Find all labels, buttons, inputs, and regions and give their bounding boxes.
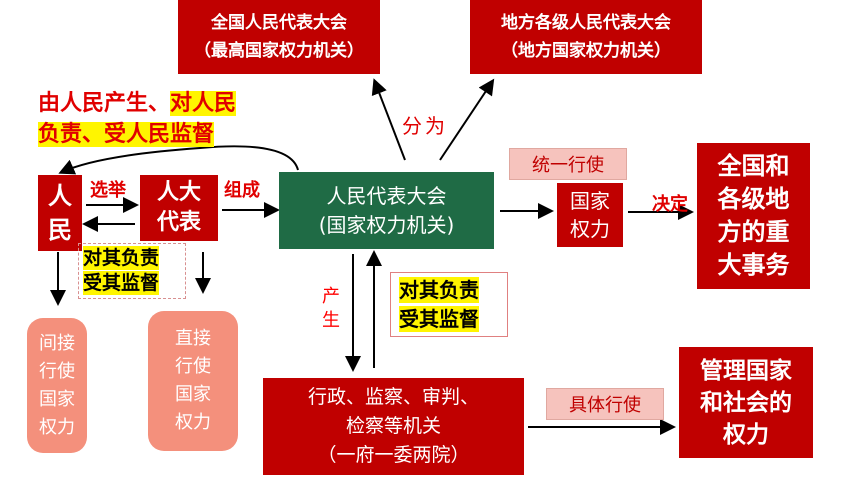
state-power-line1: 国家	[570, 189, 610, 213]
deputies-line1: 人大	[156, 180, 201, 205]
origin-part1: 由人民产生、	[38, 91, 171, 116]
congress-line2: (国家权力机关)	[318, 212, 455, 237]
major-affairs-box: 全国和 各级地 方的重 大事务	[697, 143, 810, 289]
npc-line1: 全国人民代表大会	[211, 13, 347, 33]
manage-line2: 和社会的	[700, 389, 792, 416]
origin-part3: 负责、受人民监督	[38, 122, 215, 147]
direct-line1: 直接	[175, 328, 211, 349]
state-power-line2: 权力	[570, 217, 610, 241]
unified-exercise-label: 统一行使	[509, 148, 627, 180]
people-c1: 人	[48, 182, 72, 210]
direct-exercise-box: 直接 行使 国家 权力	[148, 311, 238, 451]
organs-line1: 行政、监察、审判、	[307, 386, 479, 408]
organs-line3: （一府一委两院）	[317, 444, 470, 466]
organs-box: 行政、监察、审判、 检察等机关 （一府一委两院）	[263, 378, 524, 475]
indirect-line4: 权力	[39, 416, 75, 438]
origin-part2: 对人民	[170, 91, 237, 116]
manage-line3: 权力	[723, 421, 769, 448]
indirect-line3: 国家	[39, 388, 75, 410]
responsible-left-box: 对其负责 受其监督	[78, 243, 186, 299]
indirect-line1: 间接	[39, 332, 75, 354]
concrete-exercise-label: 具体行使	[546, 388, 664, 420]
affairs-line1: 全国和	[717, 152, 790, 180]
responsible-left-line1: 对其负责	[83, 246, 160, 270]
local-line2: （地方国家权力机关）	[501, 41, 671, 61]
npc-box: 全国人民代表大会 （最高国家权力机关）	[178, 0, 380, 74]
local-congress-box: 地方各级人民代表大会 （地方国家权力机关）	[470, 0, 702, 74]
deputies-line2: 代表	[156, 210, 201, 235]
npc-line2: （最高国家权力机关）	[194, 41, 364, 61]
form-label: 组成	[224, 180, 260, 201]
affairs-line3: 方的重	[717, 218, 790, 246]
manage-line1: 管理国家	[700, 357, 792, 384]
direct-line2: 行使	[175, 356, 211, 377]
direct-line4: 权力	[175, 412, 211, 433]
direct-line3: 国家	[175, 384, 211, 405]
origin-text: 由人民产生、对人民 负责、受人民监督	[38, 88, 237, 150]
organs-line2: 检察等机关	[345, 415, 441, 437]
responsible-mid-line1: 对其负责	[399, 277, 479, 303]
affairs-line2: 各级地	[717, 185, 790, 213]
congress-line1: 人民代表大会	[326, 183, 447, 208]
responsible-left-line2: 受其监督	[83, 271, 160, 295]
divide-label: 分为	[402, 114, 448, 138]
deputies-box: 人大 代表	[140, 175, 218, 241]
responsible-mid-line2: 受其监督	[399, 306, 479, 332]
local-line1: 地方各级人民代表大会	[501, 13, 671, 33]
affairs-line4: 大事务	[717, 251, 790, 279]
arrow-curve-back	[58, 145, 299, 175]
people-c2: 民	[48, 216, 72, 244]
decide-label: 决定	[652, 194, 688, 215]
indirect-exercise-box: 间接 行使 国家 权力	[27, 318, 87, 453]
arrow-to-npc	[371, 78, 406, 161]
manage-power-box: 管理国家 和社会的 权力	[679, 347, 813, 458]
congress-box: 人民代表大会 (国家权力机关)	[279, 172, 494, 249]
indirect-line2: 行使	[39, 360, 75, 382]
produce-label: 产生	[319, 286, 340, 334]
people-box: 人 民	[38, 175, 82, 251]
elect-label: 选举	[90, 180, 126, 201]
state-power-box: 国家 权力	[557, 183, 623, 247]
responsible-mid-box: 对其负责 受其监督	[390, 272, 508, 337]
